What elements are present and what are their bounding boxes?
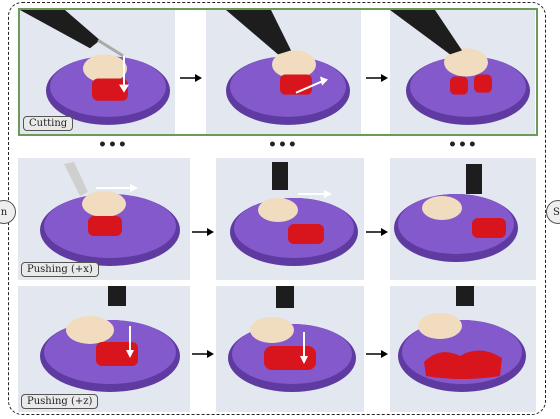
row-label-cutting: Cutting	[23, 116, 74, 131]
pushing-z-frame-3	[390, 286, 536, 412]
row-pushing-x: Pushing (+x)	[18, 158, 538, 280]
ellipsis-separator: •••	[268, 137, 298, 153]
arrow-right-icon	[192, 344, 214, 358]
arrow-right-icon	[180, 68, 202, 82]
cutting-frame-3	[390, 10, 535, 134]
pushing-z-frame-1	[18, 286, 190, 412]
cutting-frame-1	[20, 10, 175, 134]
arrow-right-icon	[366, 344, 388, 358]
right-side-label: Si	[546, 200, 560, 224]
row-label-pushing-z: Pushing (+z)	[21, 394, 99, 409]
pushing-x-frame-2	[216, 158, 364, 280]
row-label-pushing-x: Pushing (+x)	[21, 262, 99, 277]
pushing-x-frame-1	[18, 158, 190, 280]
pushing-x-frame-3	[390, 158, 536, 280]
ellipsis-separator: •••	[448, 137, 478, 153]
row-pushing-z: Pushing (+z)	[18, 286, 538, 412]
ellipsis-separator: •••	[98, 137, 128, 153]
arrow-right-icon	[192, 222, 214, 236]
row-cutting: Cutting	[18, 8, 538, 136]
pushing-z-frame-2	[216, 286, 364, 412]
cutting-frame-2	[206, 10, 361, 134]
arrow-right-icon	[366, 68, 388, 82]
arrow-right-icon	[366, 222, 388, 236]
